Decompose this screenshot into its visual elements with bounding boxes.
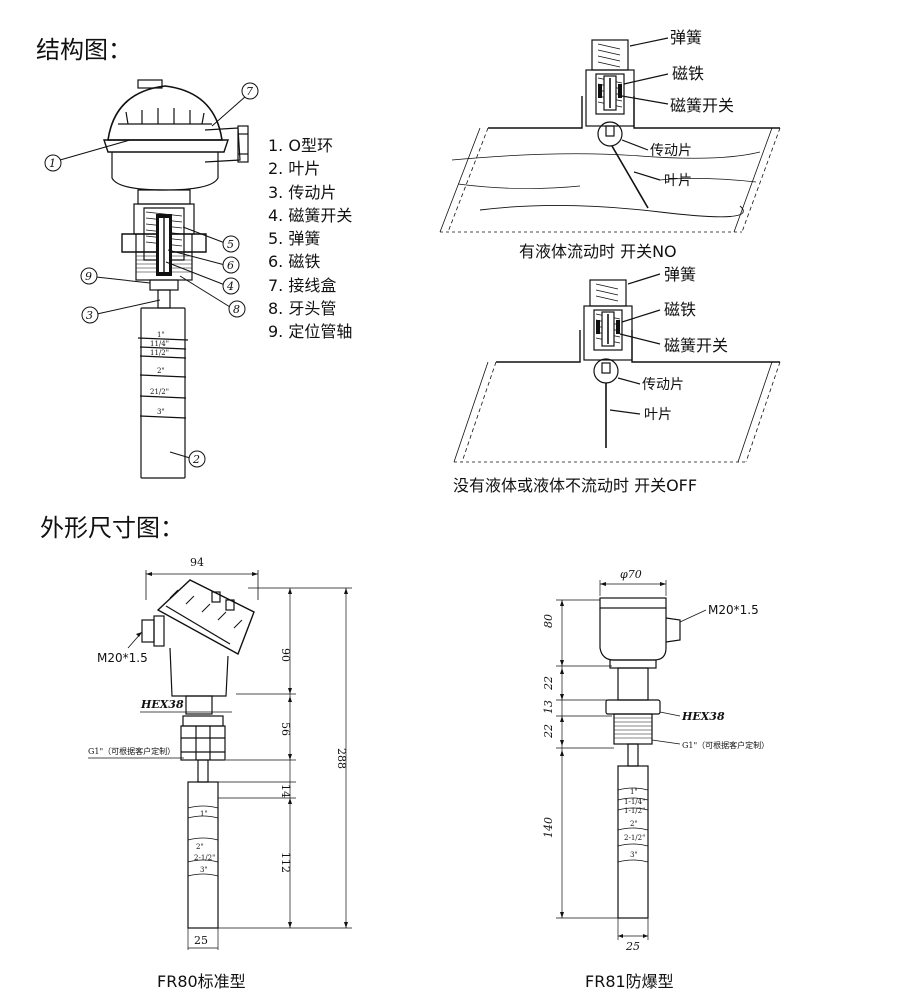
flow-label: 传动片	[642, 377, 684, 393]
flow-label: 传动片	[650, 143, 692, 159]
fr80-hex-label: HEX38	[140, 698, 184, 711]
flow-diagram-bottom	[453, 273, 781, 463]
fr81-paddle-width: 25	[625, 940, 640, 953]
callout-number: 3	[86, 309, 93, 322]
size-mark: 3"	[200, 866, 208, 874]
size-mark: 2"	[196, 843, 204, 851]
fr81-drawing	[556, 580, 707, 940]
callout-numbers: 1 2 3 4 5 6 7 8 9	[49, 85, 253, 466]
fr81-dim: 80	[542, 614, 555, 628]
structure-heading: 结构图：	[36, 36, 132, 64]
fr80-caption: FR80标准型	[157, 972, 246, 991]
fr81-dim: 22	[542, 676, 555, 691]
legend-item: 9. 定位管轴	[268, 322, 353, 342]
legend-item: 5. 弹簧	[268, 229, 321, 249]
flow-label: 磁簧开关	[664, 336, 728, 355]
fr80-dim: 90	[279, 648, 292, 662]
size-mark: 1"	[200, 810, 208, 818]
fr80-dim: 288	[335, 748, 348, 769]
size-mark: 1"	[630, 788, 638, 796]
flow-label: 叶片	[644, 407, 672, 423]
flow-top-labels: 弹簧 磁铁 磁簧开关 传动片 叶片	[650, 28, 734, 189]
size-mark: 2"	[630, 820, 638, 828]
size-mark: 11/2"	[150, 349, 169, 357]
size-mark: 2"	[157, 367, 165, 375]
legend-item: 4. 磁簧开关	[268, 205, 353, 225]
fr81-thread-label: M20*1.5	[708, 603, 759, 617]
fr80-dim: 56	[279, 722, 292, 736]
flow-label: 磁簧开关	[670, 96, 734, 115]
size-mark: 21/2"	[150, 388, 169, 396]
fr81-dim: 140	[542, 817, 555, 838]
flow-caption-no: 有液体流动时 开关NO	[519, 242, 677, 261]
parts-legend: 1. O型环 2. 叶片 3. 传动片 4. 磁簧开关 5. 弹簧 6. 磁铁 …	[268, 134, 352, 344]
callout-number: 4	[226, 280, 234, 293]
flow-label: 叶片	[664, 173, 692, 189]
legend-item: 1. O型环	[268, 136, 333, 155]
callout-number: 6	[227, 259, 234, 272]
callout-number: 2	[192, 453, 200, 466]
fr80-thread-label: M20*1.5	[97, 651, 148, 665]
fr80-dim: 112	[279, 852, 292, 873]
fr81-dim: 13	[542, 700, 555, 714]
legend-item: 2. 叶片	[268, 159, 321, 179]
legend-item: 8. 牙头管	[268, 299, 337, 319]
size-mark: 2-1/2"	[624, 834, 645, 842]
size-mark: 1-1/4"	[624, 798, 645, 806]
dimensions-heading: 外形尺寸图：	[40, 514, 184, 542]
fr81-dim: 22	[542, 724, 555, 739]
flow-label: 磁铁	[672, 64, 704, 83]
fr81-size-marks: 1" 1-1/4" 1-1/2" 2" 2-1/2" 3"	[624, 788, 645, 859]
callout-number: 1	[49, 157, 56, 170]
legend-item: 3. 传动片	[268, 182, 337, 202]
size-marks: 1" 11/4" 11/2" 2" 21/2" 3"	[150, 331, 169, 416]
size-mark: 3"	[630, 851, 638, 859]
fr80-paddle-width: 25	[194, 934, 208, 947]
fr81-diameter: φ70	[620, 568, 642, 581]
callouts	[44, 82, 259, 468]
size-mark: 1-1/2"	[624, 807, 645, 815]
flow-label: 磁铁	[664, 300, 696, 319]
flow-label: 弹簧	[670, 28, 702, 47]
callout-number: 7	[246, 85, 253, 98]
callout-number: 8	[233, 303, 240, 316]
fr80-size-marks: 1" 2" 2-1/2" 3"	[194, 810, 215, 874]
size-mark: 2-1/2"	[194, 854, 215, 862]
fr81-pipe-thread: G1"（可根据客户定制）	[682, 740, 769, 750]
fr80-pipe-thread: G1"（可根据客户定制）	[88, 746, 175, 756]
callout-number: 9	[85, 270, 92, 283]
fr80-width-dim: 94	[190, 556, 204, 569]
legend-item: 6. 磁铁	[268, 252, 321, 272]
legend-item: 7. 接线盒	[268, 275, 337, 295]
fr81-hex-label: HEX38	[681, 710, 725, 723]
flow-label: 弹簧	[664, 265, 696, 284]
flow-caption-off: 没有液体或液体不流动时 开关OFF	[453, 476, 698, 495]
fr81-caption: FR81防爆型	[585, 972, 674, 991]
fr80-dim: 14	[279, 784, 292, 798]
fr81-dim-labels: φ70 M20*1.5 HEX38 G1"（可根据客户定制） 80 22 13 …	[542, 568, 769, 953]
size-mark: 3"	[157, 408, 165, 416]
size-mark: 11/4"	[150, 340, 169, 348]
callout-number: 5	[227, 238, 234, 251]
flow-bottom-labels: 弹簧 磁铁 磁簧开关 传动片 叶片	[642, 265, 728, 423]
flow-diagram-top	[439, 37, 781, 233]
structure-sensor	[103, 79, 249, 479]
size-mark: 1"	[157, 331, 165, 339]
fr80-drawing	[88, 570, 352, 950]
fr80-dim-labels: 94 M20*1.5 HEX38 G1"（可根据客户定制） 90 56 14 1…	[88, 556, 348, 947]
